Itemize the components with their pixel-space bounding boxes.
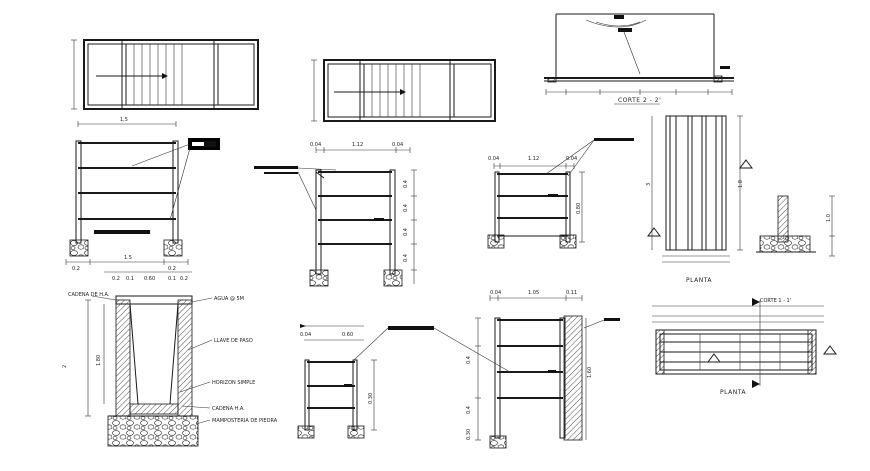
dim-1-5-b: 1.5 — [124, 255, 132, 261]
dim-0-2-a: 0.2 — [72, 266, 80, 272]
elevation-gate-1: 1,5 0.2 1.5 0.2 0.2 0.1 0.60 0.1 0.2 — [65, 117, 220, 282]
plan-view-top-left — [71, 39, 259, 110]
dim-0-30-b: 0.30 — [466, 429, 472, 440]
dim-0-80: 0.80 — [576, 203, 582, 214]
dim-0-04-d: 0.04 — [566, 156, 577, 162]
dim-3: 3 — [646, 183, 652, 186]
plan-view-right-panel: 1.8 3 PLANTA — [646, 115, 753, 284]
dim-0-4-b: 0.4 — [403, 204, 409, 212]
dim-0-2-c: 0.2 — [112, 276, 120, 282]
dim-0-4-a: 0.4 — [403, 180, 409, 188]
dim-0-04-f: 0.04 — [300, 332, 311, 338]
dim-1-05: 1.05 — [528, 290, 539, 296]
label-llave-de-paso: LLAVE DE PASO — [214, 338, 253, 344]
dim-0-1-b: 0.1 — [168, 276, 176, 282]
dim-0-4-e: 0.4 — [466, 356, 472, 364]
elevation-gate-4: 0.04 1.05 0.11 0.4 0.4 0.30 1.60 — [466, 290, 620, 449]
dim-1-0: 1.0 — [826, 214, 832, 222]
plan-view-bottom-right: CORTE 1 - 1' PLANTA — [652, 298, 837, 396]
plan-title-1: PLANTA — [686, 277, 712, 284]
dim-0-2-b: 0.2 — [168, 266, 176, 272]
dim-1-60: 1.60 — [587, 367, 593, 378]
dim-0-11: 0.11 — [566, 290, 577, 296]
dim-0-4-d: 0.4 — [403, 254, 409, 262]
dim-0-30: 0.30 — [368, 393, 374, 404]
plan-view-top-middle — [311, 59, 496, 122]
label-cadena-ha: CADENA H.A. — [212, 406, 245, 412]
elevation-gate-3: 0.04 1.12 0.04 0.80 — [487, 138, 634, 249]
dim-2: 2 — [62, 365, 68, 368]
dim-0-04-a: 0.04 — [310, 142, 321, 148]
label-agua: AGUA @ 5M — [214, 296, 244, 302]
dim-0-04-c: 0.04 — [488, 156, 499, 162]
section-corte-2-top-right: CORTE 2 - 2' — [544, 13, 734, 105]
dim-0-60: 0.60 — [144, 276, 155, 282]
section-title-corte-1: CORTE 1 - 1' — [760, 298, 791, 304]
footing-detail: 1.0 — [756, 195, 835, 257]
dim-0-04-b: 0.04 — [392, 142, 403, 148]
section-title-corte-2: CORTE 2 - 2' — [618, 97, 661, 104]
label-mamposteria: MAMPOSTERIA DE PIEDRA — [212, 418, 278, 424]
dim-0-04-e: 0.04 — [490, 290, 501, 296]
dim-0-60-b: 0.60 — [342, 332, 353, 338]
plan-title-2: PLANTA — [720, 389, 746, 396]
dim-1-80: 1.80 — [96, 355, 102, 366]
dim-0-4-f: 0.4 — [466, 406, 472, 414]
dim-1-12-b: 1.12 — [528, 156, 539, 162]
dim-1-5: 1,5 — [120, 117, 128, 123]
elevation-gate-5: 0.04 0.60 0.30 — [297, 324, 511, 439]
dim-0-4-c: 0.4 — [403, 228, 409, 236]
cross-section-trench: 2 1.80 CADENA DE H.A. AGUA @ 5M LLAVE DE… — [62, 292, 278, 447]
dim-1-12: 1.12 — [352, 142, 363, 148]
elevation-gate-2: 0.04 1.12 0.04 0.4 0.4 0.4 0.4 — [254, 142, 417, 287]
dim-0-1: 0.1 — [126, 276, 134, 282]
dim-0-2-d: 0.2 — [180, 276, 188, 282]
label-cadena-ha-top: CADENA DE H.A. — [68, 292, 110, 298]
dim-1-8: 1.8 — [738, 180, 744, 188]
label-horizon-simple: HORIZON SIMPLE — [212, 380, 255, 386]
